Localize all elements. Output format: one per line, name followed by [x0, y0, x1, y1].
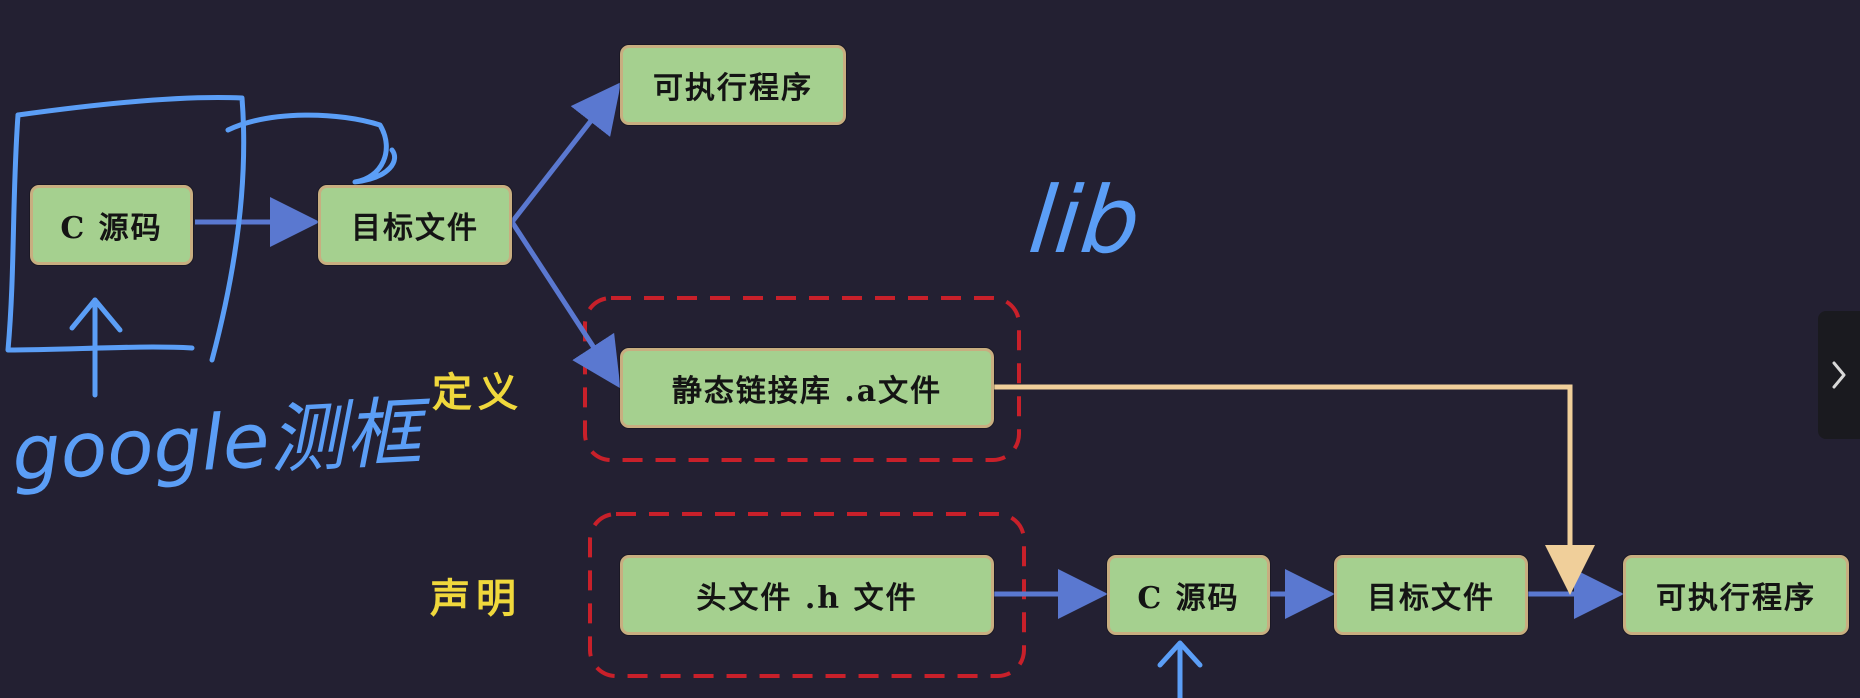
handwritten-strokes: [5, 94, 1203, 698]
node-label: 头文件 .h 文件: [696, 581, 918, 616]
next-page-button[interactable]: [1818, 311, 1860, 439]
header-file-node: 头文件 .h 文件: [620, 555, 994, 635]
executable-node-bottom: 可执行程序: [1623, 555, 1849, 635]
chevron-right-icon: [1832, 361, 1846, 389]
definition-label: 定义: [432, 369, 524, 416]
node-label: C 源码: [60, 211, 163, 246]
node-label: C 源码: [1137, 581, 1240, 616]
node-label: 可执行程序: [1656, 581, 1816, 616]
node-label: 可执行程序: [653, 71, 813, 106]
executable-node-top: 可执行程序: [620, 45, 846, 125]
arrow-obj-to-static-lib: [509, 220, 621, 389]
c-source-node-bottom: C 源码: [1107, 555, 1270, 635]
definition-group-box: [583, 296, 1021, 462]
lib-annotation: lib: [1024, 167, 1146, 274]
arrow-obj-to-exe-top: [510, 82, 622, 224]
google-test-annotation: google测框: [9, 387, 424, 498]
node-label: 目标文件: [351, 211, 479, 246]
arrow-static-lib-to-link: [994, 384, 1595, 595]
c-source-node-top: C 源码: [30, 185, 193, 265]
object-file-node-bottom: 目标文件: [1334, 555, 1528, 635]
node-label: 静态链接库 .a文件: [671, 374, 943, 409]
static-lib-node: 静态链接库 .a文件: [620, 348, 994, 428]
node-label: 目标文件: [1367, 581, 1495, 616]
declaration-label: 声明: [430, 575, 522, 622]
object-file-node-top: 目标文件: [318, 185, 512, 265]
